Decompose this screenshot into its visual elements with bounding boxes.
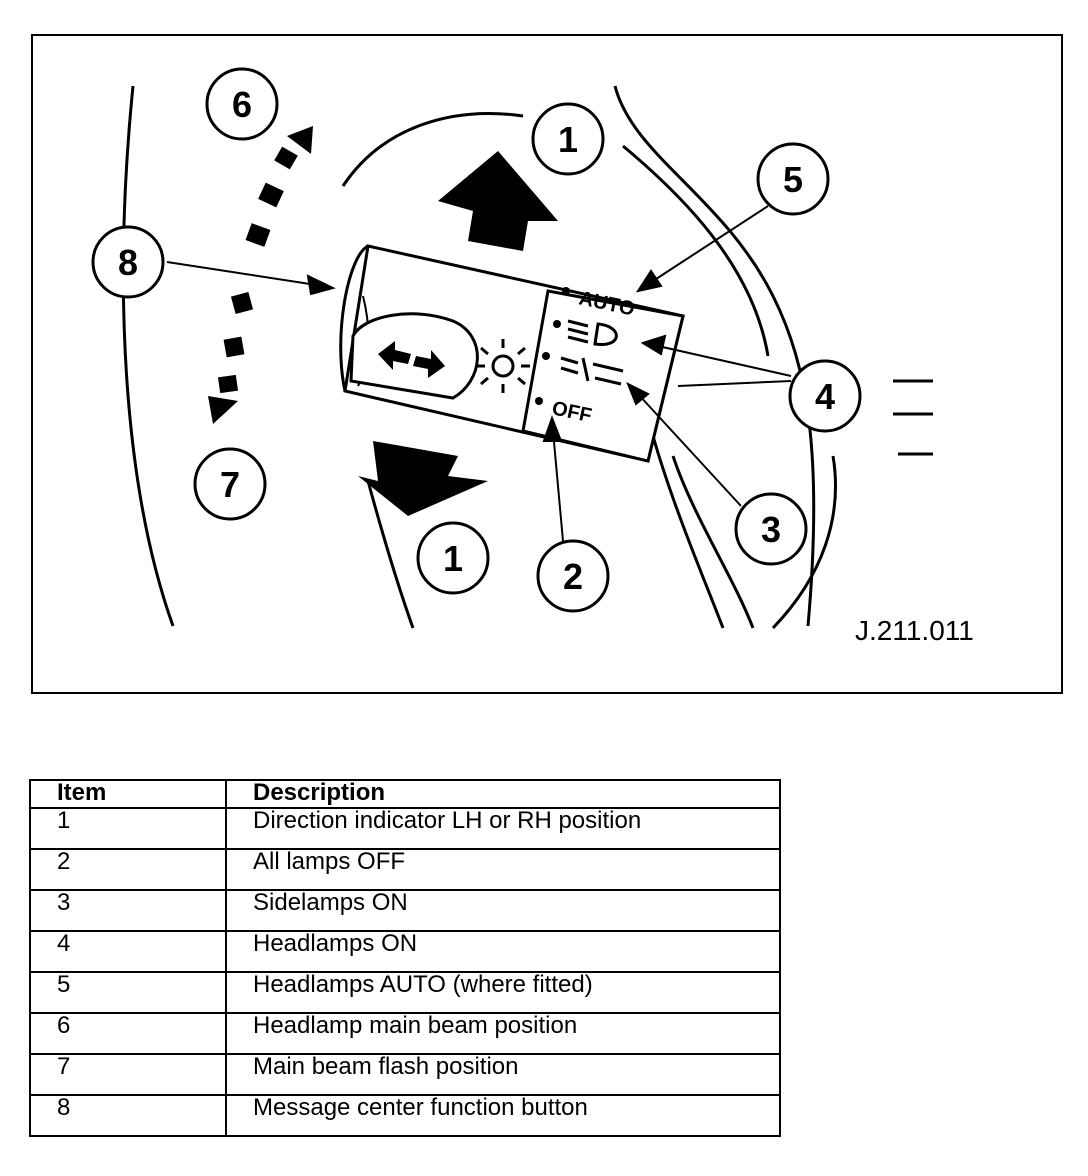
indicator-up-arrow xyxy=(438,151,558,251)
table-row: 5 Headlamps AUTO (where fitted) xyxy=(29,972,781,1014)
indicator-pad xyxy=(349,312,479,400)
legend-item: 4 xyxy=(29,931,227,973)
legend-item: 8 xyxy=(29,1095,227,1137)
rotary-switch xyxy=(521,289,685,463)
table-row: 7 Main beam flash position xyxy=(29,1054,781,1096)
column-shroud-mid xyxy=(622,144,770,357)
callout-1-top: 1 xyxy=(531,102,605,176)
wheel-rim-inner xyxy=(341,112,524,187)
switch-position-dots xyxy=(535,287,570,405)
callout-5: 5 xyxy=(756,142,830,216)
callout-8: 8 xyxy=(91,225,165,299)
svg-text:4: 4 xyxy=(815,376,835,417)
svg-text:1: 1 xyxy=(558,119,578,160)
column-shroud-right xyxy=(613,85,816,627)
sidelamp-icon xyxy=(560,356,624,386)
table-row: 4 Headlamps ON xyxy=(29,931,781,973)
table-row: 6 Headlamp main beam position xyxy=(29,1013,781,1055)
svg-text:7: 7 xyxy=(220,464,240,505)
flash-dashed-arrow xyxy=(208,291,254,424)
svg-text:6: 6 xyxy=(232,84,252,125)
callout-1-bottom: 1 xyxy=(416,521,490,595)
svg-text:5: 5 xyxy=(783,159,803,200)
legend-item: 1 xyxy=(29,808,227,850)
leader-8 xyxy=(166,261,324,287)
legend-description: Message center function button xyxy=(226,1095,781,1137)
legend-description: Sidelamps ON xyxy=(226,890,781,932)
legend-item: 6 xyxy=(29,1013,227,1055)
callout-6: 6 xyxy=(205,67,279,141)
legend-item: 3 xyxy=(29,890,227,932)
headlamp-icon xyxy=(567,319,618,346)
legend-description: Headlamp main beam position xyxy=(226,1013,781,1055)
svg-text:8: 8 xyxy=(118,242,138,283)
column-lower-line xyxy=(651,435,725,629)
svg-text:2: 2 xyxy=(563,556,583,597)
motion-lines xyxy=(893,379,933,456)
table-row: 1 Direction indicator LH or RH position xyxy=(29,808,781,850)
wheel-rim-lower xyxy=(366,480,415,629)
leader-4b xyxy=(677,380,792,387)
column-right-edge xyxy=(771,455,837,630)
legend-header-item: Item xyxy=(29,779,227,809)
indicator-down-arrow xyxy=(358,441,488,516)
wheel-rim-left xyxy=(121,85,175,627)
leader-2 xyxy=(552,430,564,542)
legend-description: Direction indicator LH or RH position xyxy=(226,808,781,850)
front-fog-lamp-icon xyxy=(476,339,530,393)
column-lower-line-2 xyxy=(671,455,755,629)
leader-5 xyxy=(652,205,769,282)
main-beam-dashed-arrow xyxy=(245,126,313,247)
lighting-stalk xyxy=(339,244,685,463)
svg-text:3: 3 xyxy=(761,509,781,550)
callout-7: 7 xyxy=(193,447,267,521)
direction-indicator-icon xyxy=(378,341,445,378)
legend-description: Headlamps AUTO (where fitted) xyxy=(226,972,781,1014)
legend-description: All lamps OFF xyxy=(226,849,781,891)
figure-reference-code: J.211.011 xyxy=(855,615,974,646)
table-row: 8 Message center function button xyxy=(29,1095,781,1137)
legend-header-description: Description xyxy=(226,779,781,809)
legend-description: Headlamps ON xyxy=(226,931,781,973)
legend-item: 5 xyxy=(29,972,227,1014)
svg-text:1: 1 xyxy=(443,538,463,579)
legend-table: Item Description 1 Direction indicator L… xyxy=(29,779,781,1137)
legend-header-row: Item Description xyxy=(29,779,781,809)
callout-4: 4 xyxy=(788,359,862,433)
legend-description: Main beam flash position xyxy=(226,1054,781,1096)
callout-2: 2 xyxy=(536,539,610,613)
callout-3: 3 xyxy=(734,492,808,566)
leader-3 xyxy=(637,393,742,507)
stalk-diagram: AUTO OFF xyxy=(91,67,974,646)
table-row: 2 All lamps OFF xyxy=(29,849,781,891)
legend-item: 7 xyxy=(29,1054,227,1096)
table-row: 3 Sidelamps ON xyxy=(29,890,781,932)
diagram-figure: AUTO OFF xyxy=(31,34,1063,694)
leader-4a xyxy=(657,345,792,377)
legend-item: 2 xyxy=(29,849,227,891)
